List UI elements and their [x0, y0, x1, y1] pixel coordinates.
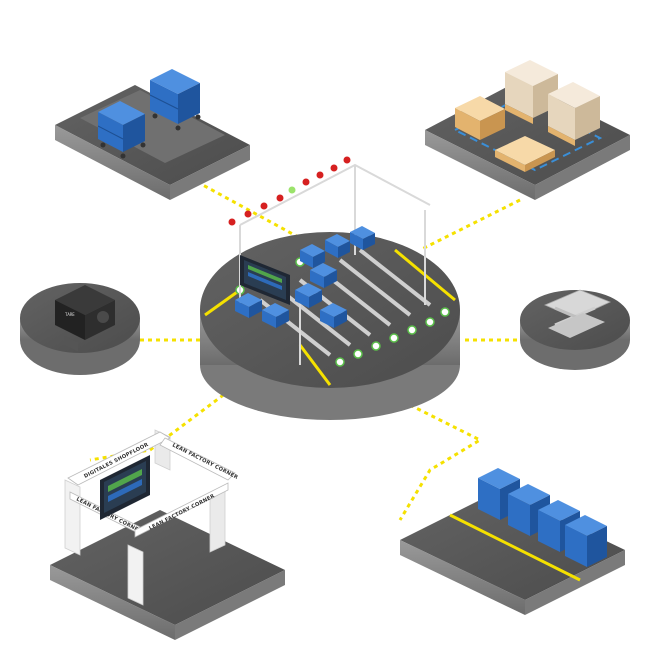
platform-center	[200, 156, 460, 420]
bin	[350, 226, 375, 250]
bin	[262, 303, 289, 328]
connector-bottom-left	[89, 388, 231, 462]
shopfloor-monitor	[240, 255, 290, 305]
scale-display: TARE	[65, 312, 75, 317]
bin	[325, 234, 350, 258]
connector-lines	[89, 176, 521, 521]
bin	[320, 303, 347, 328]
platform-lift-table	[520, 289, 630, 370]
bin	[235, 293, 262, 318]
connector-top-right	[419, 198, 521, 252]
platform-lean-corner: DIGITALES SHOPFLOOR LEAN FACTORY CORNER …	[50, 429, 285, 640]
bins-center	[235, 226, 375, 328]
bin-cart	[97, 101, 146, 159]
pallet	[495, 136, 555, 172]
pallet-stack	[455, 96, 505, 140]
andon-lamps	[228, 156, 351, 226]
platform-bin-carts	[55, 69, 250, 200]
connector-top-left	[189, 176, 301, 240]
bin-cart	[149, 69, 201, 131]
bin	[300, 244, 325, 268]
scale-screen	[64, 335, 78, 352]
connector-bottom-right	[398, 403, 484, 521]
floor-markers	[235, 257, 450, 367]
platform-pallets	[425, 60, 630, 200]
pallet-box-stack	[505, 60, 558, 124]
bin	[295, 283, 322, 308]
sign-lean-corner-top: LEAN FACTORY CORNER	[171, 442, 239, 480]
rack-lanes	[258, 248, 432, 357]
lift-table	[543, 289, 612, 338]
platform-scale: TARE	[20, 283, 140, 375]
scale-dial-icon	[97, 311, 109, 323]
bin-stack	[565, 515, 607, 567]
pallet-box-stack	[548, 82, 600, 146]
platform-bin-row	[400, 468, 625, 615]
scale-device: TARE	[55, 285, 115, 352]
bin	[310, 263, 337, 288]
